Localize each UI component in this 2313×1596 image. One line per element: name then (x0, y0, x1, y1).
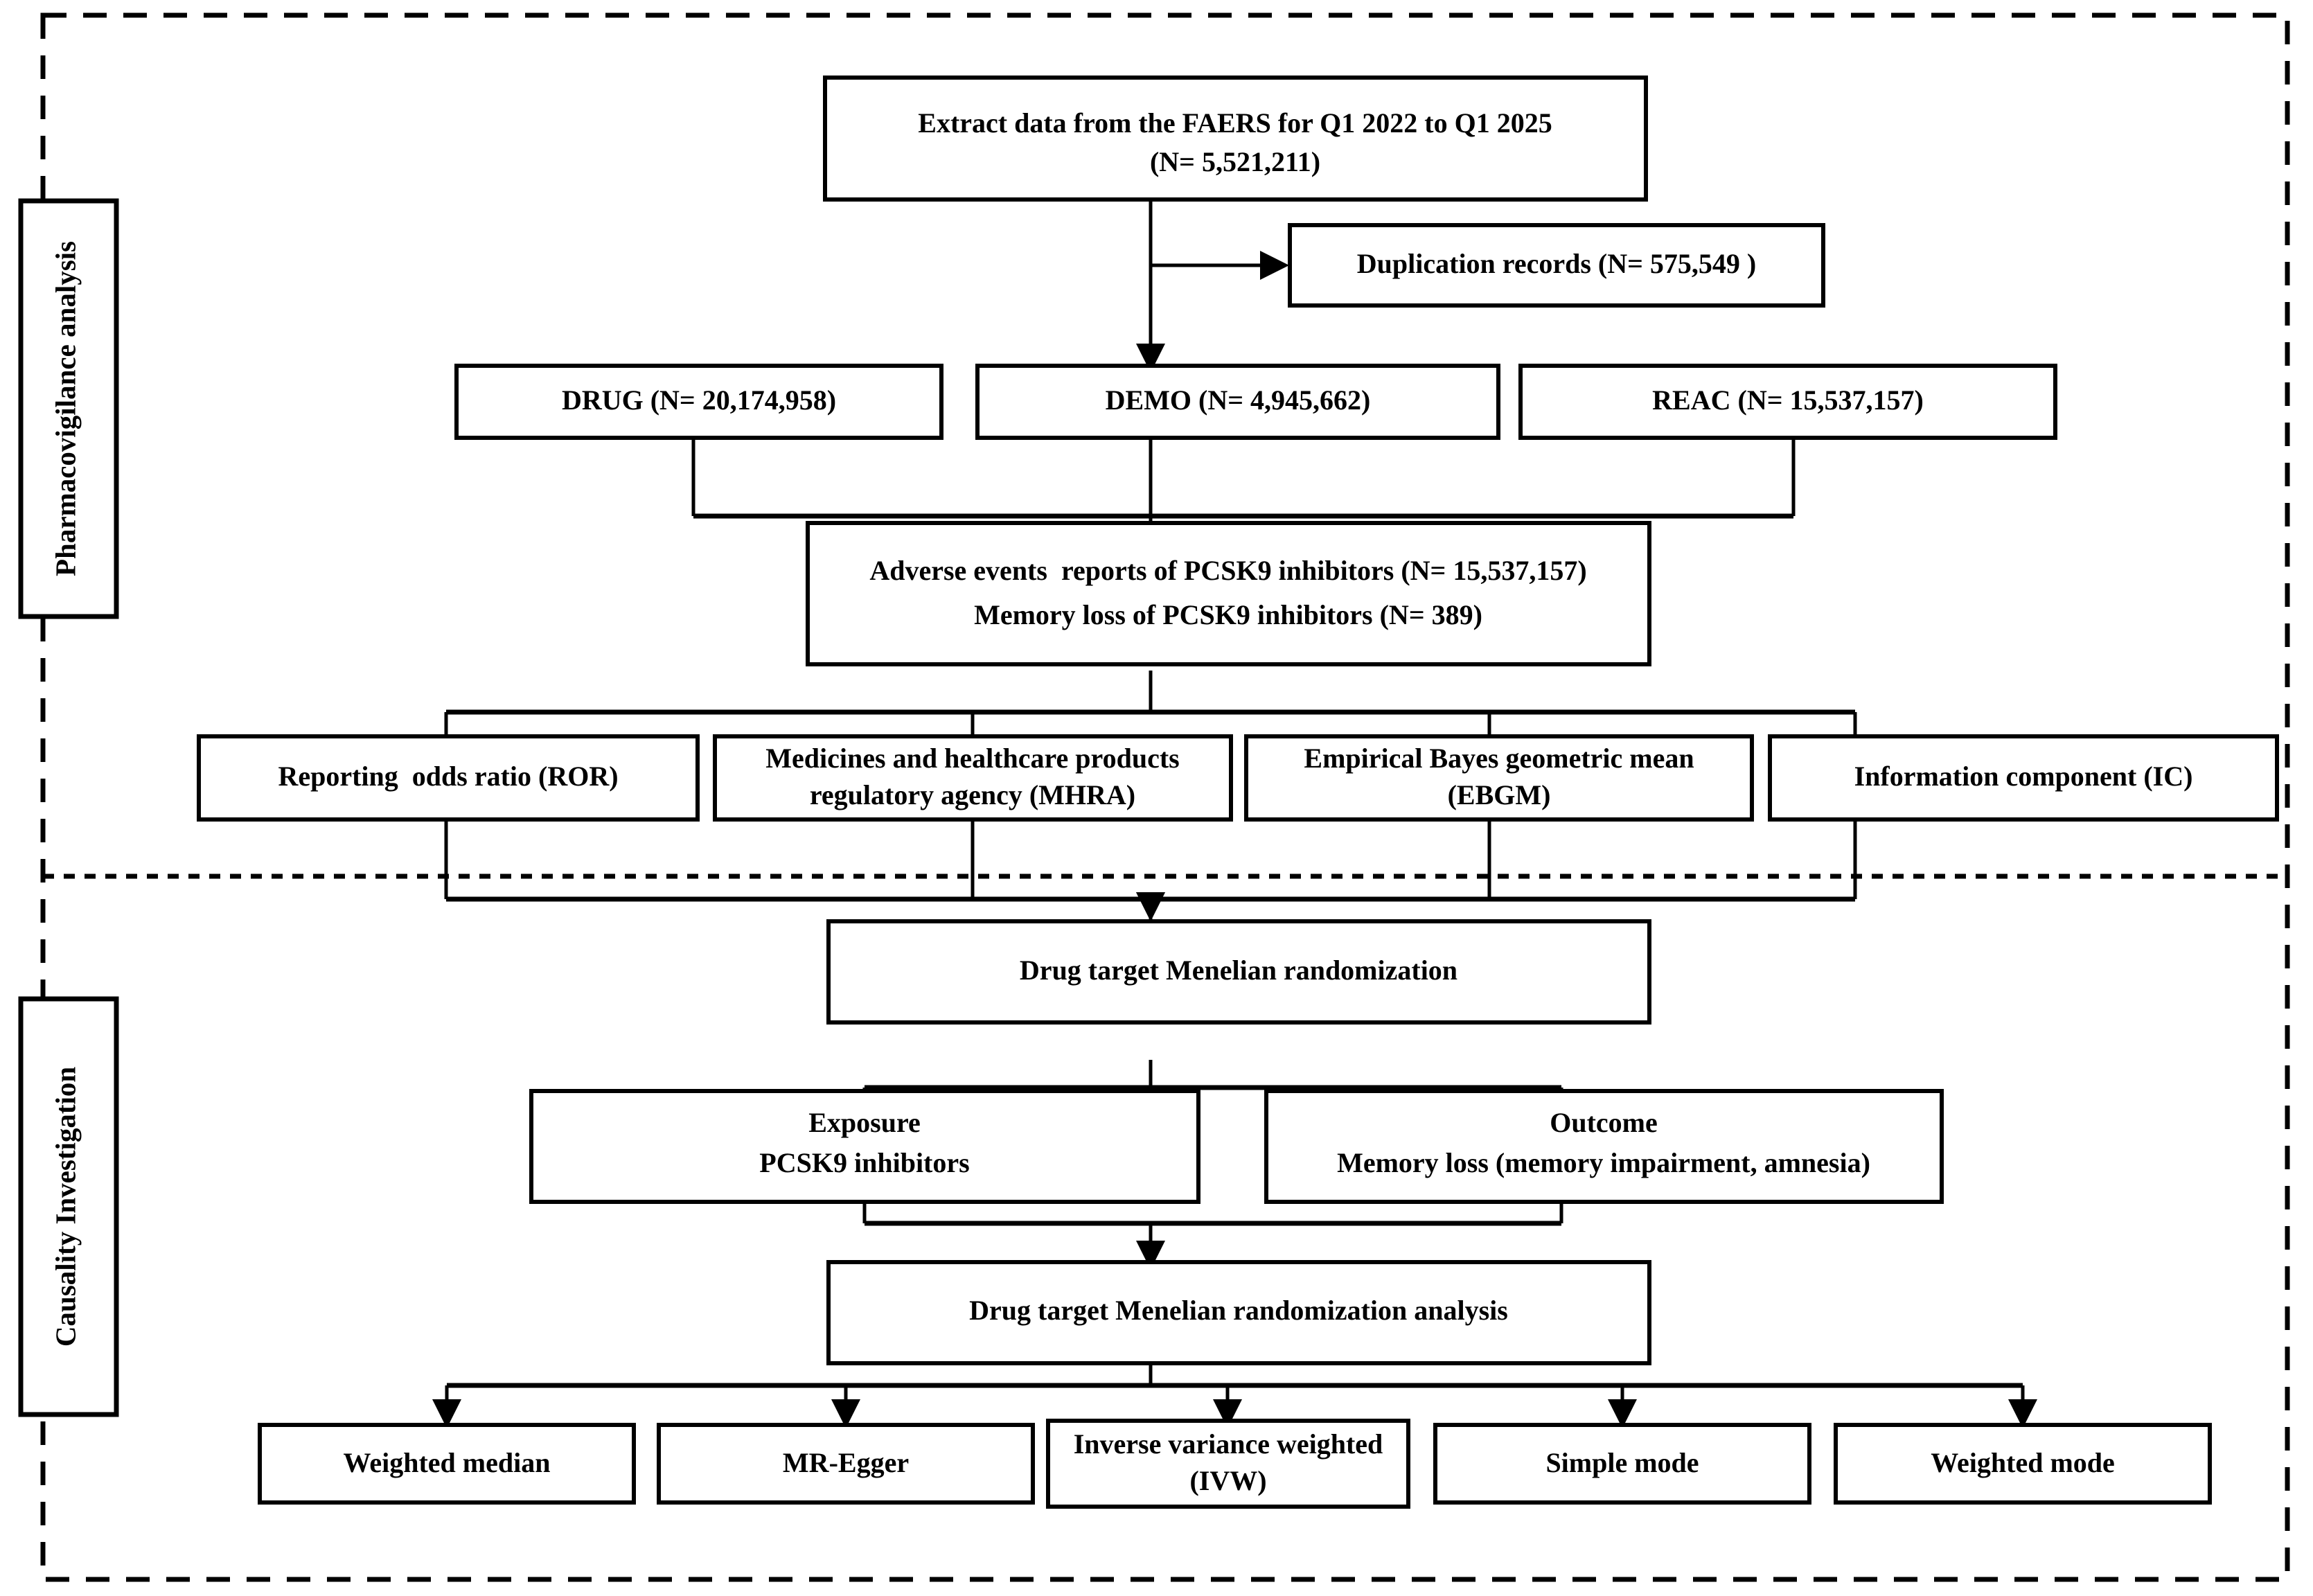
node-mendelian-randomization-box (826, 919, 1651, 1025)
node-mr-egger-line1: MR-Egger (783, 1447, 909, 1478)
node-mhra-box (713, 734, 1233, 822)
node-ror: Reporting odds ratio (ROR) (197, 734, 700, 822)
node-mr-analysis-line1: Drug target Menelian randomization analy… (969, 1295, 1508, 1326)
node-mhra: Medicines and healthcare products regula… (713, 734, 1233, 822)
node-demo-line1: DEMO (N= 4,945,662) (1106, 384, 1371, 416)
node-weighted-mode-line1: Weighted mode (1931, 1447, 2115, 1478)
node-simple-mode: Simple mode (1433, 1423, 1811, 1505)
node-reac: REAC (N= 15,537,157) (1518, 364, 2057, 440)
node-ebgm-line2: (EBGM) (1448, 779, 1551, 810)
node-weighted-median-line1: Weighted median (344, 1447, 551, 1478)
arrowhead-extract-to-demo (1136, 344, 1165, 373)
node-adverse-events: Adverse events reports of PCSK9 inhibito… (806, 521, 1651, 666)
node-ebgm: Empirical Bayes geometric mean (EBGM) (1244, 734, 1754, 822)
arrowhead-to-simple-mode (1608, 1399, 1637, 1428)
arrowhead-to-ivw (1213, 1399, 1242, 1428)
section-label-causality-text: Causality Investigation (49, 1067, 81, 1347)
section-label-causality: Causality Investigation (18, 996, 119, 1417)
node-mendelian-randomization: Drug target Menelian randomization (826, 919, 1651, 1025)
section-label-pharmacovigilance-box (18, 198, 119, 619)
node-outcome-line2: Memory loss (memory impairment, amnesia) (1337, 1147, 1870, 1178)
node-mendelian-randomization-line1: Drug target Menelian randomization (1020, 955, 1457, 986)
node-duplication-records-line1: Duplication records (N= 575,549 ) (1357, 248, 1756, 279)
node-weighted-median-box (258, 1423, 636, 1505)
node-drug-line1: DRUG (N= 20,174,958) (562, 384, 836, 416)
section-label-pharmacovigilance-text: Pharmacovigilance analysis (49, 241, 81, 576)
section-label-causality-box (18, 996, 119, 1417)
node-adverse-events-line1: Adverse events reports of PCSK9 inhibito… (869, 555, 1586, 586)
arrowhead-mr-dup (1136, 892, 1165, 921)
node-mr-analysis: Drug target Menelian randomization analy… (826, 1260, 1651, 1365)
arrowhead-to-weighted-mode (2008, 1399, 2037, 1428)
node-extract-data-line2: (N= 5,521,211) (1150, 146, 1320, 177)
node-mhra-line1: Medicines and healthcare products (765, 743, 1179, 774)
node-ic: Information component (IC) (1768, 734, 2279, 822)
outer-dashed-border (40, 12, 2290, 1582)
node-ivw-line1: Inverse variance weighted (1074, 1428, 1383, 1460)
node-ivw: Inverse variance weighted (IVW) (1046, 1419, 1410, 1509)
node-outcome-box (1264, 1089, 1944, 1204)
section-label-pharmacovigilance: Pharmacovigilance analysis (18, 198, 119, 619)
node-exposure-line2: PCSK9 inhibitors (759, 1147, 969, 1178)
node-ror-line1: Reporting odds ratio (ROR) (278, 761, 618, 792)
node-exposure: Exposure PCSK9 inhibitors (529, 1089, 1200, 1204)
arrowhead-to-mr-analysis (1136, 1241, 1165, 1270)
node-drug-box (454, 364, 943, 440)
node-adverse-events-box (806, 521, 1651, 666)
node-outcome-line1: Outcome (1550, 1107, 1658, 1138)
node-simple-mode-box (1433, 1423, 1811, 1505)
node-duplication-records: Duplication records (N= 575,549 ) (1288, 223, 1825, 308)
node-extract-data-line1: Extract data from the FAERS for Q1 2022 … (918, 107, 1552, 139)
node-extract-data: Extract data from the FAERS for Q1 2022 … (823, 76, 1648, 202)
arrowhead-to-weighted-median (432, 1399, 461, 1428)
node-duplication-records-box (1288, 223, 1825, 308)
node-mr-analysis-box (826, 1260, 1651, 1365)
node-extract-data-box (823, 76, 1648, 202)
node-reac-box (1518, 364, 2057, 440)
node-weighted-mode: Weighted mode (1834, 1423, 2212, 1505)
node-ic-box (1768, 734, 2279, 822)
node-mhra-line2: regulatory agency (MHRA) (810, 779, 1135, 810)
node-adverse-events-line2: Memory loss of PCSK9 inhibitors (N= 389) (974, 599, 1482, 630)
node-ebgm-line1: Empirical Bayes geometric mean (1304, 743, 1694, 774)
node-ivw-line2: (IVW) (1189, 1465, 1266, 1496)
node-ebgm-box (1244, 734, 1754, 822)
node-ic-line1: Information component (IC) (1854, 761, 2193, 792)
node-drug: DRUG (N= 20,174,958) (454, 364, 943, 440)
node-simple-mode-line1: Simple mode (1545, 1447, 1699, 1478)
node-demo: DEMO (N= 4,945,662) (975, 364, 1500, 440)
node-mr-egger-box (657, 1423, 1035, 1505)
node-outcome: Outcome Memory loss (memory impairment, … (1264, 1089, 1944, 1204)
node-ivw-box (1046, 1419, 1410, 1509)
node-weighted-mode-box (1834, 1423, 2212, 1505)
node-weighted-median: Weighted median (258, 1423, 636, 1505)
arrowhead-to-mr-egger (831, 1399, 860, 1428)
node-exposure-box (529, 1089, 1200, 1204)
node-exposure-line1: Exposure (808, 1107, 921, 1138)
node-reac-line1: REAC (N= 15,537,157) (1652, 384, 1924, 416)
arrowhead-extract-to-duplication (1260, 251, 1289, 280)
node-mr-egger: MR-Egger (657, 1423, 1035, 1505)
node-demo-box (975, 364, 1500, 440)
node-ror-box (197, 734, 700, 822)
